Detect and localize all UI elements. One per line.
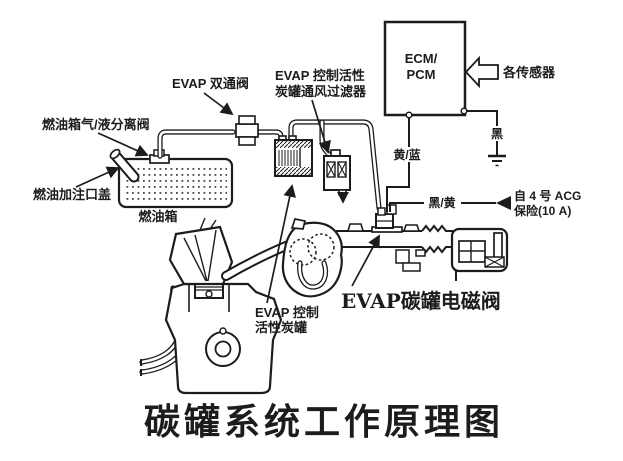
solenoid-arrow <box>351 234 380 287</box>
pipe-boss <box>402 224 421 232</box>
two-way-valve-label: EVAP 双通阀 <box>172 76 249 91</box>
pipe-boss <box>346 223 365 232</box>
ecm-terminal <box>405 111 413 119</box>
callout-arrows <box>75 92 380 304</box>
sensors-label: 各传感器 <box>502 65 556 80</box>
canister-label-line1: EVAP 控制 <box>255 305 319 320</box>
intake-plenum <box>281 218 343 298</box>
fuel-tank-label: 燃油箱 <box>138 209 177 224</box>
canister-arrow <box>266 184 296 304</box>
plenum-nub <box>290 218 307 230</box>
canister-label-line2: 活性炭罐 <box>255 320 307 335</box>
separator-valve-label: 燃油箱气/液分离阀 <box>42 117 150 132</box>
vent-filter-label-line1: EVAP 控制活性 <box>275 68 365 83</box>
diagram-title: 碳罐系统工作原理图 <box>144 401 504 443</box>
filler-cap-label: 燃油加注口盖 <box>33 187 111 202</box>
acg-fuse-label-line1: 自 4 号 ACG <box>514 188 581 203</box>
vent-filter-label-line2: 炭罐通风过滤器 <box>275 84 367 99</box>
fuel-tank <box>109 148 234 209</box>
filler-cap-arrow <box>75 166 120 188</box>
wiring: 黄/蓝 黑 黑/黄 自 4 号 ACG 保险(10 A) <box>386 110 581 218</box>
purge-solenoid-valve <box>371 204 403 233</box>
separator-valve-arrow <box>97 132 149 157</box>
sensors-block-arrow-icon <box>464 55 499 89</box>
fuse-arrow-icon <box>496 196 511 210</box>
ecm-terminal <box>460 107 468 115</box>
acg-fuse-label-line2: 保险(10 A) <box>513 203 571 218</box>
wire-black-label: 黑 <box>491 127 503 141</box>
evap-canister <box>274 135 313 177</box>
ecm-label-line2: PCM <box>407 67 436 82</box>
pipe-bracket <box>395 249 410 264</box>
vent-filter <box>323 149 351 204</box>
solenoid-valve-red-label: EVAP碳罐电磁阀 <box>341 289 501 313</box>
wire-black-yellow-label: 黑/黄 <box>428 195 455 210</box>
throttle-bracket <box>450 227 509 281</box>
ground-icon <box>488 154 506 167</box>
piston <box>194 282 224 299</box>
intake-pipe-assembly <box>336 223 509 281</box>
two-way-valve <box>235 115 259 146</box>
filler-neck <box>109 148 140 183</box>
vent-filter-arrow <box>311 99 331 154</box>
ecm-label-line1: ECM/ <box>405 51 438 66</box>
ecm-pcm-box: ECM/ PCM <box>383 20 468 119</box>
engine-cross-section <box>139 217 303 395</box>
two-way-valve-arrow <box>203 92 234 116</box>
wire-yellow-blue-label: 黄/蓝 <box>393 147 420 162</box>
sensors-input: 各传感器 <box>464 55 556 89</box>
